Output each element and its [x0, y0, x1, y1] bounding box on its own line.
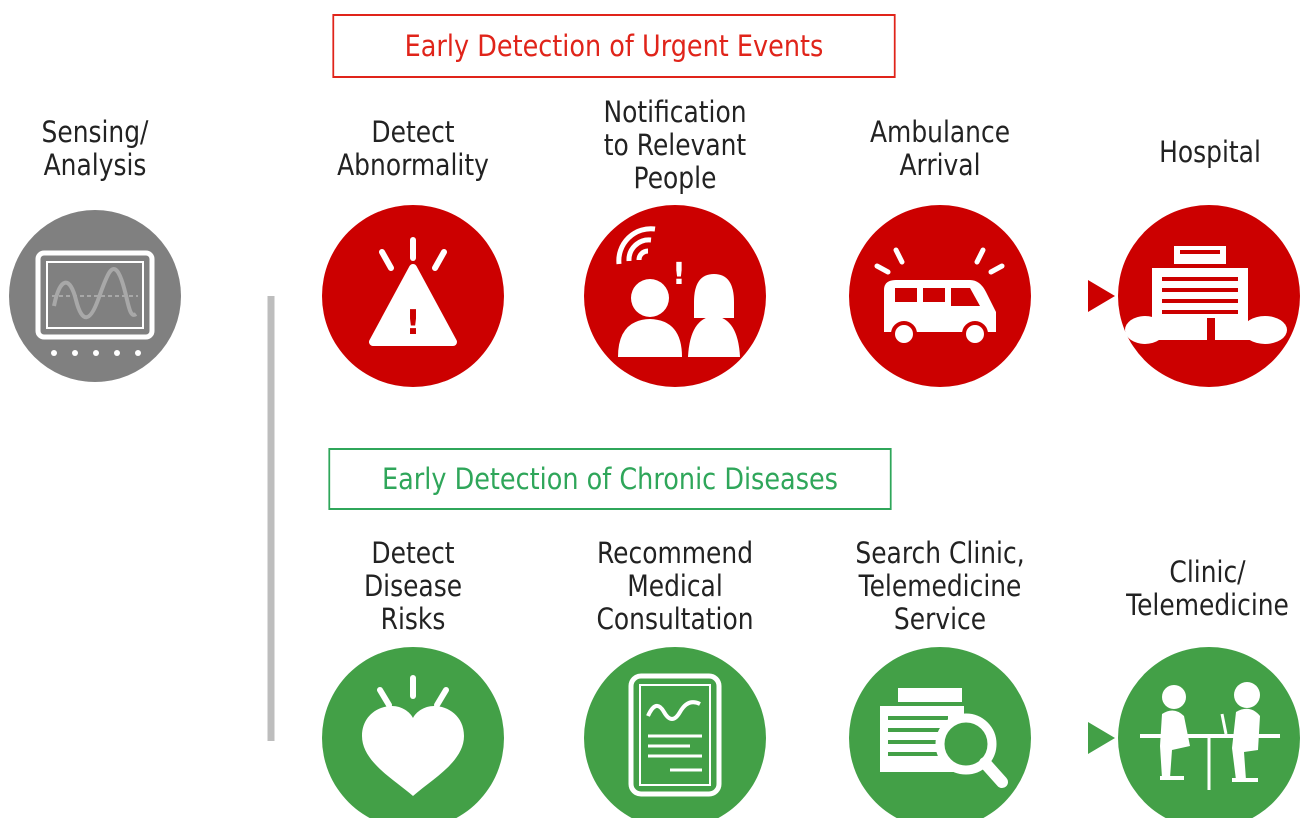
sensing-analysis-label: Sensing/ Analysis [41, 115, 149, 182]
urgent-section-title: Early Detection of Urgent Events [332, 14, 896, 78]
urgent-arrow-head [1088, 280, 1115, 312]
search-clinic-node [849, 647, 1031, 818]
detect-abnormality-node: ! [322, 205, 504, 387]
chronic-section-title: Early Detection of Chronic Diseases [328, 448, 892, 510]
ambulance-icon [874, 247, 1005, 347]
detect-disease-risks-node [322, 647, 504, 818]
clinic-telemedicine-node [1118, 647, 1300, 818]
sensing-analysis-node [9, 210, 181, 382]
clinic-search-icon [880, 688, 1008, 788]
svg-text:!: ! [405, 303, 421, 343]
notification-node: ! [584, 205, 766, 387]
ambulance-arrival-node [849, 205, 1031, 387]
recommend-consultation-label: Recommend Medical Consultation [596, 536, 754, 636]
svg-text:!: ! [672, 257, 686, 292]
detect-disease-risks-label: Detect Disease Risks [363, 536, 463, 636]
detect-abnormality-label: Detect Abnormality [337, 115, 489, 182]
warning-triangle-icon: ! [369, 237, 457, 346]
hospital-icon [1125, 246, 1287, 344]
search-clinic-label: Search Clinic, Telemedicine Service [855, 536, 1025, 636]
heart-alert-icon [362, 675, 464, 796]
hospital-node [1118, 205, 1300, 387]
notification-label: Notification to Relevant People [603, 95, 747, 195]
medical-report-icon [628, 673, 722, 797]
chronic-arrow-head [1088, 722, 1115, 754]
clinic-telemedicine-label: Clinic/ Telemedicine [1126, 555, 1289, 622]
recommend-consultation-node [584, 647, 766, 818]
hospital-label: Hospital [1159, 135, 1261, 169]
ambulance-arrival-label: Ambulance Arrival [869, 115, 1011, 182]
monitor-waveform-icon [35, 250, 155, 356]
people-alert-icon: ! [616, 226, 740, 357]
doctor-consultation-icon [1140, 682, 1280, 790]
